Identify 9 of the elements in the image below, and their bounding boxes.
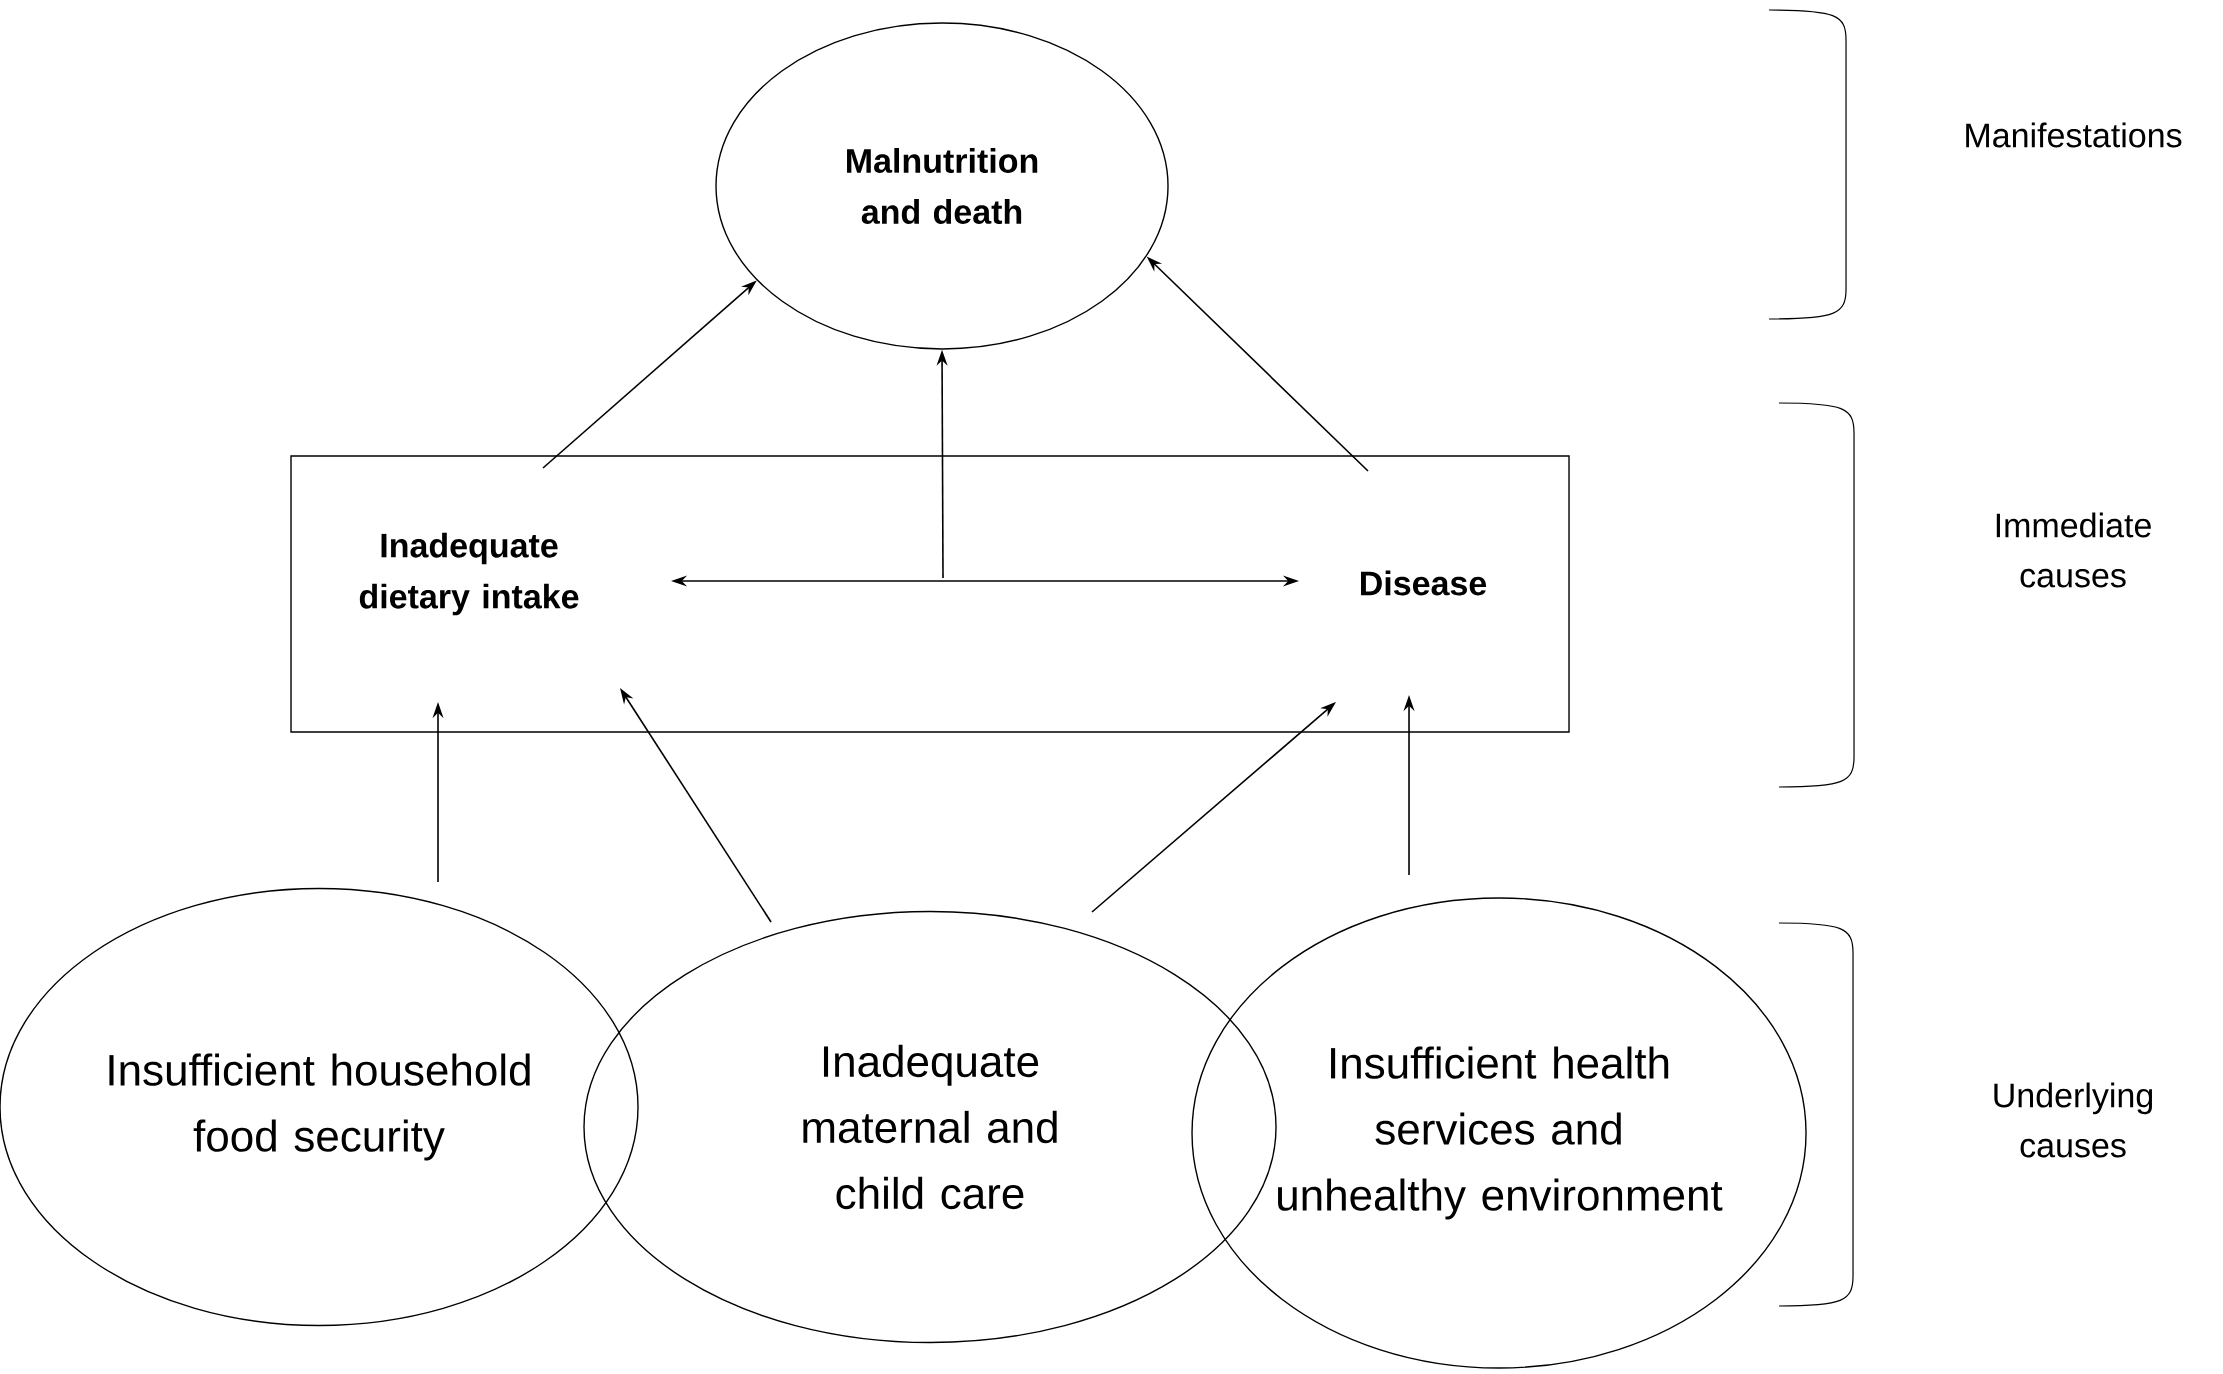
node-label: Disease [1361, 570, 1487, 596]
side-label: Immediate causes [1996, 512, 2151, 588]
side-label: Manifestations [1966, 122, 2182, 148]
ellipse-node: Malnutrition and death [715, 22, 1169, 350]
side-label: Underlying causes [1994, 1082, 2153, 1158]
node-label: Inadequate dietary intake [359, 532, 579, 616]
ellipse-node: Inadequate maternal and child care [583, 910, 1277, 1344]
group-box [290, 455, 1570, 733]
ellipse-node: Insufficient health services and unhealthy environment [1191, 897, 1807, 1369]
